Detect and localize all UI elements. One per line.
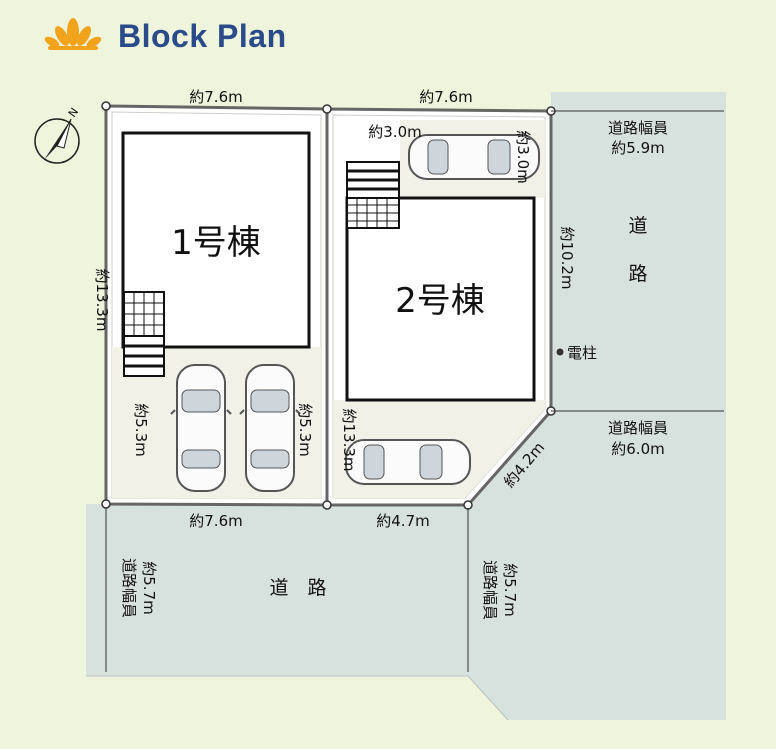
dim-lot2-left: 約13.3m: [340, 408, 358, 471]
page-title: Block Plan: [118, 18, 287, 54]
lotus-logo-icon: [44, 18, 102, 50]
dim-lot1-bottom: 約7.6m: [189, 512, 242, 530]
south-road-width-right-title: 道路幅員: [481, 560, 499, 620]
dim-lot1-top: 約7.6m: [189, 88, 242, 106]
utility-pole-icon: [556, 348, 564, 356]
east-road: [468, 92, 726, 720]
dim-lot2-bottom: 約4.7m: [376, 512, 429, 530]
dim-lot2-parking-top: 約3.0m: [368, 123, 421, 141]
south-road: [86, 504, 468, 676]
building-2-label: 2号棟: [395, 281, 485, 321]
east-road-width-bottom-value: 約6.0m: [611, 440, 664, 458]
east-road-width-bottom-title: 道路幅員: [608, 419, 668, 437]
dim-lot2-top: 約7.6m: [419, 88, 472, 106]
car-icon: [170, 364, 232, 492]
dim-lot2-parking-side: 約3.0m: [514, 130, 532, 183]
north-arrow-icon: N: [34, 106, 81, 164]
east-road-width-top-value: 約5.9m: [611, 139, 664, 157]
stairs-icon: [346, 161, 400, 229]
south-road-label: 道 路: [269, 577, 326, 599]
utility-pole-label: 電柱: [567, 344, 597, 362]
dim-lot1-parking-right: 約5.3m: [296, 403, 314, 456]
stairs-icon: [123, 291, 165, 377]
car-icon: [239, 364, 301, 492]
south-road-width-left-title: 道路幅員: [120, 558, 138, 618]
east-road-label-2: 路: [628, 263, 647, 285]
building-1-label: 1号棟: [171, 223, 261, 263]
dim-lot1-left: 約13.3m: [93, 268, 111, 331]
car-icon: [345, 439, 471, 485]
dim-lot2-right: 約10.2m: [558, 226, 576, 289]
south-road-width-left-value: 約5.7m: [140, 561, 158, 614]
building-2: [345, 196, 536, 402]
north-label: N: [66, 106, 81, 120]
east-road-width-top-title: 道路幅員: [608, 119, 668, 137]
east-road-label-1: 道: [628, 215, 647, 237]
south-road-width-right-value: 約5.7m: [501, 563, 519, 616]
dim-lot1-parking-left: 約5.3m: [132, 403, 150, 456]
car-icon: [408, 134, 540, 180]
